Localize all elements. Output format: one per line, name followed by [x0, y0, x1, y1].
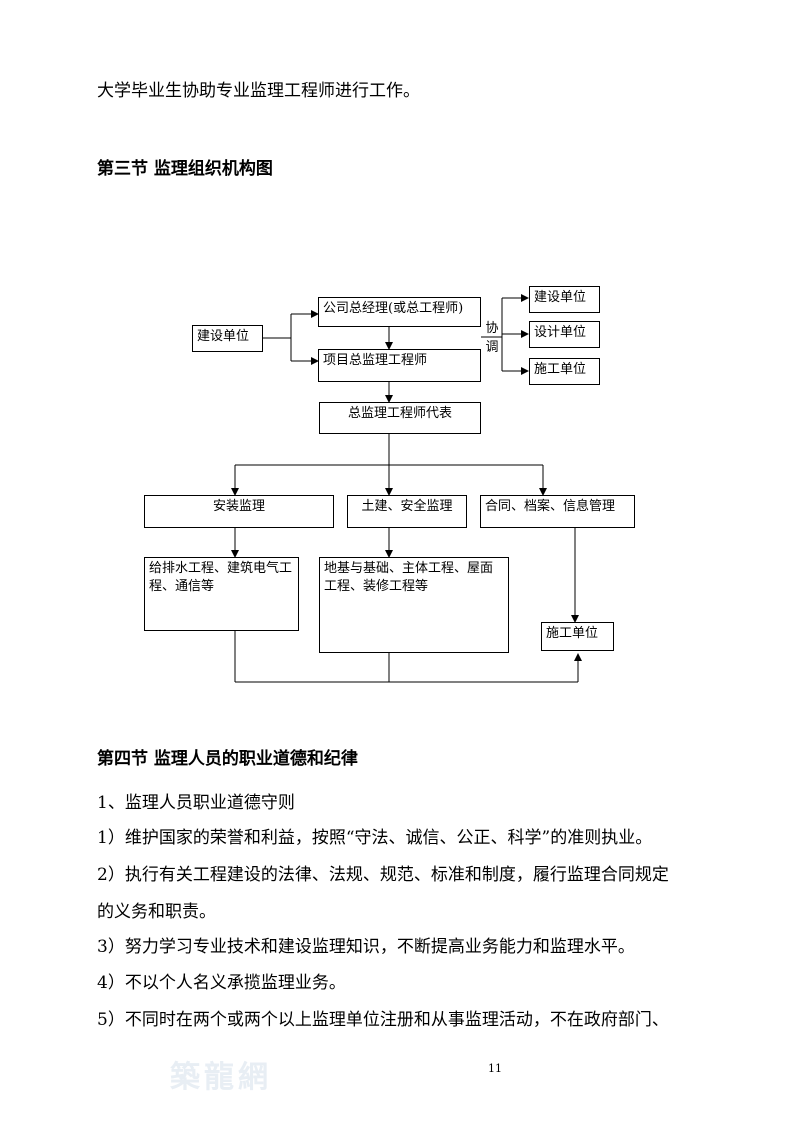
coordinate-char-2: 调 [485, 340, 499, 355]
civil-detail-box: 地基与基础、主体工程、屋面工程、装修工程等 [319, 557, 509, 653]
install-detail-box: 给排水工程、建筑电气工程、通信等 [144, 557, 299, 631]
chief-rep-box: 总监理工程师代表 [319, 402, 481, 434]
text-line-5: 3）努力学习专业技术和建设监理知识，不断提高业务能力和监理水平。 [97, 937, 635, 957]
civil-safety-box: 土建、安全监理 [347, 495, 467, 528]
text-line-7: 5）不同时在两个或两个以上监理单位注册和从事监理活动，不在政府部门、 [97, 1010, 669, 1030]
right-construction-box: 施工单位 [529, 358, 600, 385]
install-supervision-box: 安装监理 [144, 495, 334, 528]
section3-title: 第三节 监理组织机构图 [97, 159, 273, 179]
watermark-logo: 築龍網 [170, 1060, 272, 1095]
page-number: 11 [488, 1062, 502, 1075]
text-line-1: 1、监理人员职业道德守则 [97, 793, 295, 813]
text-line-6: 4）不以个人名义承揽监理业务。 [97, 973, 346, 993]
text-line-3: 2）执行有关工程建设的法律、法规、规范、标准和制度，履行监理合同规定 [97, 865, 669, 885]
text-line-2: 1）维护国家的荣誉和利益，按照“守法、诚信、公正、科学”的准则执业。 [97, 828, 653, 848]
gm-box: 公司总经理(或总工程师) [318, 297, 481, 327]
bottom-construction-box: 施工单位 [541, 622, 614, 651]
coordinate-char-1: 协 [485, 321, 499, 336]
intro-line: 大学毕业生协助专业监理工程师进行工作。 [97, 81, 420, 101]
chief-engineer-box: 项目总监理工程师 [318, 349, 481, 382]
client-box: 建设单位 [192, 325, 263, 352]
right-client-box: 建设单位 [529, 286, 600, 313]
right-design-box: 设计单位 [529, 321, 600, 348]
text-line-4: 的义务和职责。 [97, 902, 216, 922]
contract-archive-box: 合同、档案、信息管理 [480, 495, 635, 528]
section4-title: 第四节 监理人员的职业道德和纪律 [97, 749, 358, 769]
